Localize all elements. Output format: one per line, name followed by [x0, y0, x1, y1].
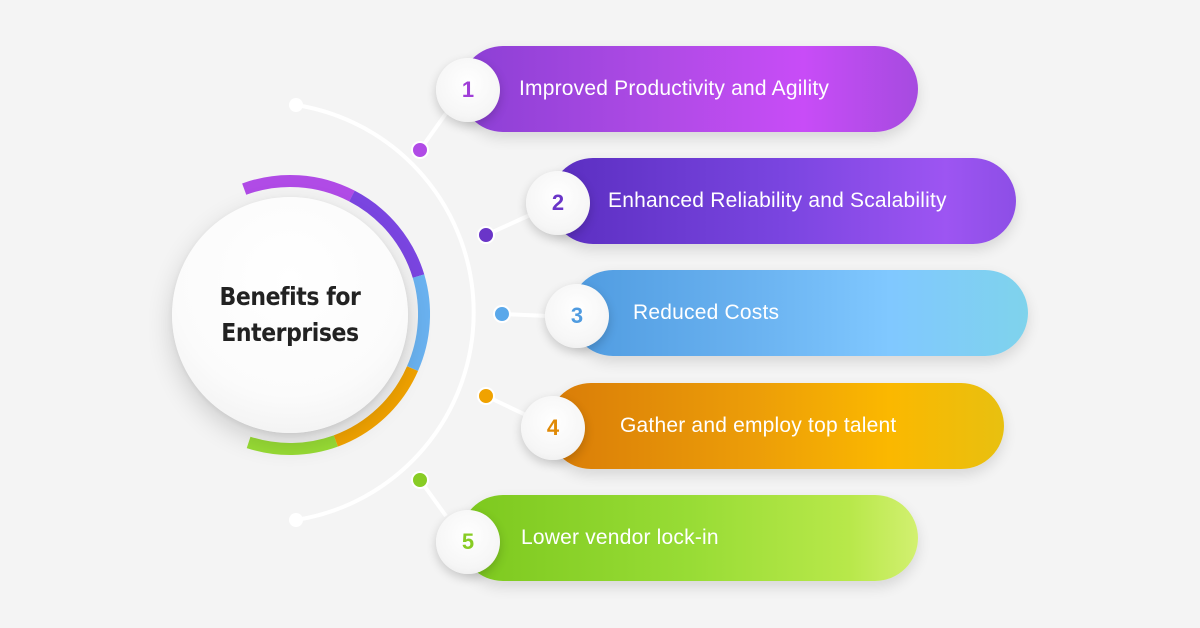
- ring-segment-orange: [333, 366, 419, 447]
- benefit-number-3: 3: [545, 284, 609, 348]
- benefit-pill-1: Improved Productivity and Agility: [460, 46, 918, 132]
- benefit-label-5: Lower vendor lock-in: [521, 526, 719, 549]
- benefit-pill-4: Gather and employ top talent: [548, 383, 1004, 469]
- benefit-number-4: 4: [521, 396, 585, 460]
- center-title-line-2: Enterprises: [221, 318, 359, 347]
- arc-dot-4: [477, 387, 495, 405]
- benefit-pill-5: Lower vendor lock-in: [460, 495, 918, 581]
- benefit-number-1: 1: [436, 58, 500, 122]
- ring-segment-violet: [349, 190, 425, 278]
- arc-dot-2: [477, 226, 495, 244]
- benefit-number-2: 2: [526, 171, 590, 235]
- arc-dot-5: [411, 471, 429, 489]
- benefit-label-3: Reduced Costs: [633, 301, 780, 324]
- arc-dot-1: [411, 141, 429, 159]
- center-title: Benefits for Enterprises: [215, 279, 365, 351]
- arc-end-dot-top: [289, 98, 303, 112]
- benefit-pill-2: Enhanced Reliability and Scalability: [550, 158, 1016, 244]
- benefit-pill-3: Reduced Costs: [570, 270, 1028, 356]
- arc-end-dot-bottom: [289, 513, 303, 527]
- arc-dot-3: [493, 305, 511, 323]
- ring-segment-blue: [406, 274, 431, 372]
- benefit-label-4: Gather and employ top talent: [620, 414, 897, 437]
- center-title-line-1: Benefits for: [219, 282, 361, 311]
- ring-segment-green: [246, 435, 338, 455]
- benefit-label-2: Enhanced Reliability and Scalability: [608, 189, 947, 212]
- main-connector-arc: [295, 103, 476, 522]
- center-circle: Benefits for Enterprises: [172, 197, 408, 433]
- benefit-number-5: 5: [436, 510, 500, 574]
- benefit-label-1: Improved Productivity and Agility: [519, 77, 830, 100]
- ring-segment-purple: [242, 174, 355, 202]
